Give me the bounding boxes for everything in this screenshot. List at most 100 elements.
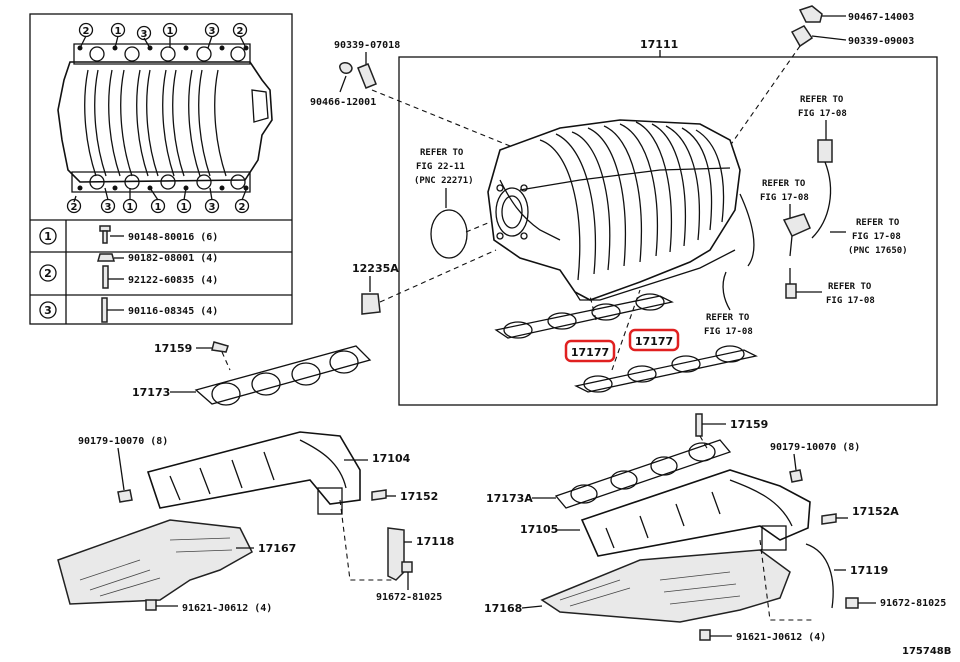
nut-icon: [97, 253, 124, 262]
refer-17-08-e-line2: FIG 17-08: [704, 327, 753, 337]
label-17105: 17105: [520, 523, 558, 536]
circle-marker-3-bottom-b: 3: [204, 198, 220, 214]
stud-17152a: [821, 513, 837, 525]
refer-17-08-a-line1: REFER TO: [800, 95, 844, 105]
refer-17-08-a-line2: FIG 17-08: [798, 109, 847, 119]
refer-fig-17-08-e: REFER TO FIG 17-08: [704, 313, 753, 337]
circle-marker-1-bottom-b: 1: [150, 198, 166, 214]
bolt-91621-left: [145, 599, 157, 611]
circle-marker-3-top-a: 3: [136, 25, 152, 41]
refer-fig-17-08-a: REFER TO FIG 17-08: [798, 95, 847, 119]
circle-marker-1-bottom-c: 1: [176, 198, 192, 214]
label-17177-a-highlight: 17177: [564, 339, 616, 363]
circle-marker-1-top-b: 1: [162, 22, 178, 38]
label-17104: 17104: [372, 452, 411, 465]
label-17177-b: 17177: [635, 335, 673, 348]
legend-row-2: 2 90182-08001 (4) 92122-60835 (4): [39, 253, 218, 289]
svg-text:1: 1: [155, 202, 162, 213]
label-12235a: 12235A: [352, 262, 399, 275]
label-17177-b-highlight: 17177: [628, 328, 680, 352]
figure-id: 175748B: [902, 646, 951, 657]
label-90179-left: 90179-10070 (8): [78, 436, 168, 447]
nut-90179-left: [117, 489, 133, 503]
svg-text:1: 1: [115, 26, 122, 37]
label-90466-12001: 90466-12001: [310, 97, 376, 108]
bolt-icon: [99, 225, 124, 244]
legend-row-3: 3 90116-08345 (4): [39, 297, 218, 323]
legend-row-1-part: 90148-80016 (6): [128, 232, 218, 243]
gasket-17177-lower: [574, 345, 758, 393]
svg-text:1: 1: [127, 202, 134, 213]
circle-marker-2-bottom-right: 2: [234, 198, 250, 214]
label-91672-right: 91672-81025: [880, 598, 946, 609]
label-17173a: 17173A: [486, 492, 533, 505]
svg-text:3: 3: [209, 202, 216, 213]
bracket-17119: [805, 543, 834, 609]
exhaust-manifold-17105: [580, 469, 811, 557]
refer-17-08-c-line3: (PNC 17650): [848, 246, 908, 256]
label-90179-right: 90179-10070 (8): [770, 442, 860, 453]
refer-22-11-line3: (PNC 22271): [414, 176, 474, 186]
refer-fig-17-08-b: REFER TO FIG 17-08: [760, 179, 809, 203]
manifold-top-view: [57, 35, 273, 203]
exhaust-manifold-17104: [146, 431, 361, 515]
legend-row-3-part: 90116-08345 (4): [128, 306, 218, 317]
refer-fig-22-11: REFER TO FIG 22-11 (PNC 22271): [414, 148, 474, 186]
refer-fig-17-08-c: REFER TO FIG 17-08 (PNC 17650): [848, 218, 908, 256]
circle-marker-3-bottom-a: 3: [100, 198, 116, 214]
svg-text:1: 1: [167, 26, 174, 37]
legend-row-2-part-a: 90182-08001 (4): [128, 253, 218, 264]
circle-marker-1-top: 1: [110, 22, 126, 38]
refer-17-08-b-line2: FIG 17-08: [760, 193, 809, 203]
svg-text:2: 2: [83, 26, 90, 37]
circle-marker-2-bottom-left: 2: [66, 198, 82, 214]
long-stud-icon: [101, 297, 124, 323]
svg-text:2: 2: [71, 202, 78, 213]
svg-text:3: 3: [209, 26, 216, 37]
grommet-12235a: [361, 293, 381, 315]
svg-text:3: 3: [141, 29, 148, 40]
intake-manifold-body: [487, 119, 741, 301]
label-17118: 17118: [416, 535, 454, 548]
svg-text:2: 2: [239, 202, 246, 213]
hose-top-right: [790, 25, 847, 48]
legend-row-1: 1 90148-80016 (6): [39, 225, 218, 245]
nut-90179-right: [789, 469, 803, 483]
refer-fig-17-08-d: REFER TO FIG 17-08: [826, 282, 875, 306]
label-17159-left: 17159: [154, 342, 192, 355]
svg-text:3: 3: [105, 202, 112, 213]
hose-clip-left: [339, 62, 353, 93]
bracket-17118: [387, 527, 405, 581]
bolt-91672-left: [401, 561, 413, 573]
gasket-17173: [194, 345, 372, 406]
label-17173: 17173: [132, 386, 170, 399]
refer-22-11-line2: FIG 22-11: [416, 162, 465, 172]
hose-clip-top-right: [798, 5, 846, 23]
refer-17-08-e-line1: REFER TO: [706, 313, 750, 323]
bolt-91672-right: [845, 597, 859, 609]
vsv-valve: [782, 213, 811, 299]
label-91621-right: 91621-J0612 (4): [736, 632, 826, 643]
label-17159-right: 17159: [730, 418, 768, 431]
label-91621-left: 91621-J0612 (4): [182, 603, 272, 614]
circle-marker-2-top-left: 2: [78, 22, 94, 38]
refer-17-08-b-line1: REFER TO: [762, 179, 806, 189]
legend-row-1-number: 1: [44, 230, 52, 243]
legend-box: [29, 13, 293, 325]
refer-17-08-c-line1: REFER TO: [856, 218, 900, 228]
circle-marker-3-top-b: 3: [204, 22, 220, 38]
hose-left: [357, 63, 377, 89]
svg-text:2: 2: [237, 26, 244, 37]
refer-17-08-d-line1: REFER TO: [828, 282, 872, 292]
circle-marker-2-top-right: 2: [232, 22, 248, 38]
intake-manifold-box: [398, 56, 938, 406]
label-90339-09003: 90339-09003: [848, 36, 914, 47]
sensor-connector-top-right: [811, 139, 833, 239]
label-91672-left: 91672-81025: [376, 592, 442, 603]
stud-icon: [102, 265, 124, 289]
legend-row-2-part-b: 92122-60835 (4): [128, 275, 218, 286]
heat-shield-17168: [540, 549, 791, 623]
label-17177-a: 17177: [571, 346, 609, 359]
